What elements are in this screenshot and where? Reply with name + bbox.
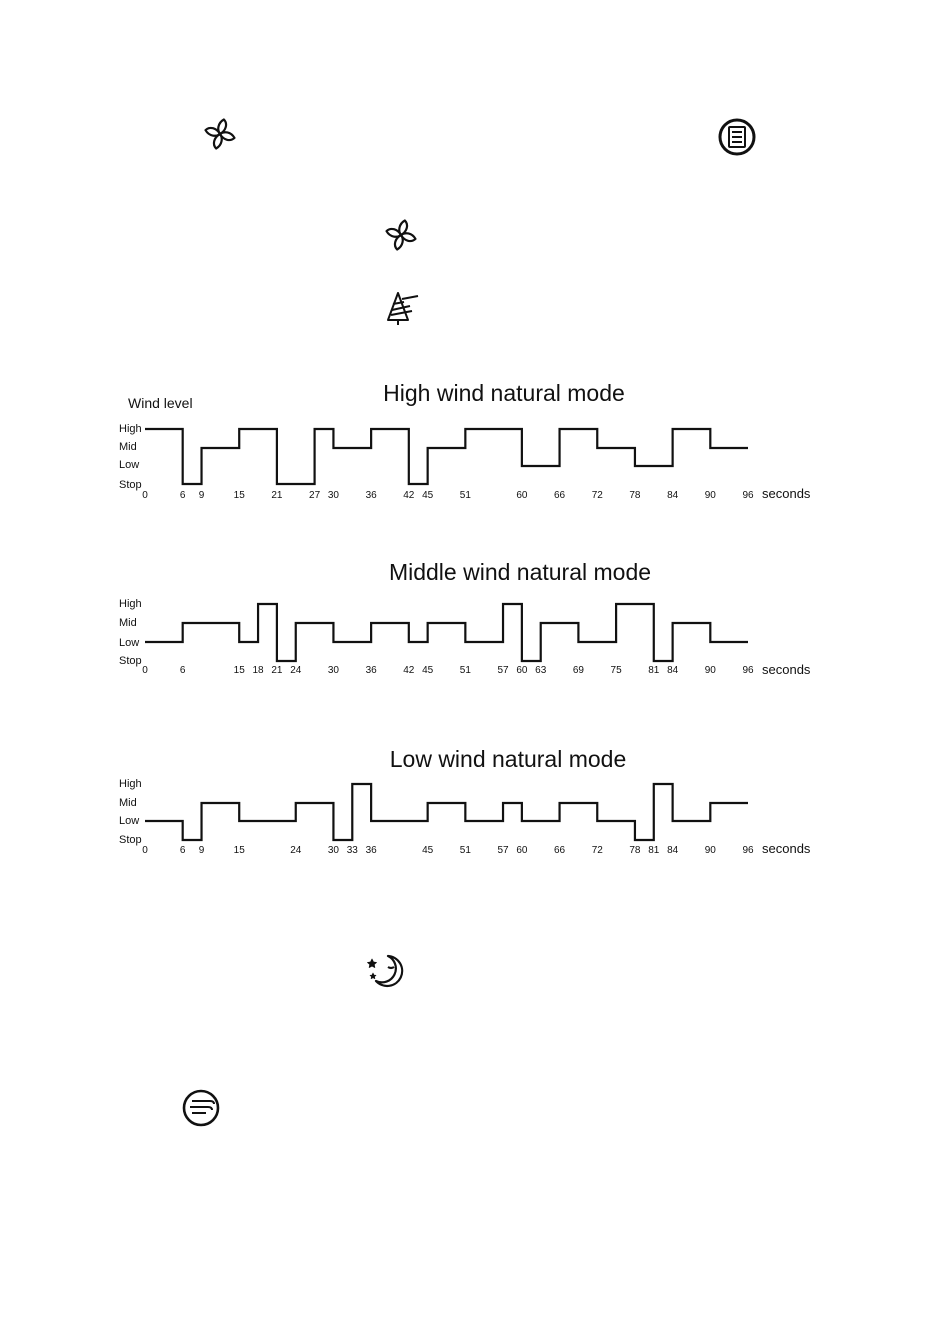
x-tick-label: 45 [422,845,434,856]
level-label-mid: Mid [119,617,137,629]
x-tick-label: 6 [180,665,186,676]
x-tick-label: 45 [422,665,434,676]
x-tick-label: 57 [497,845,509,856]
x-tick-label: 0 [142,665,148,676]
x-tick-label: 60 [516,490,528,501]
menu-icon [716,116,758,158]
x-tick-label: 45 [422,490,434,501]
level-label-mid: Mid [119,441,137,453]
x-tick-label: 15 [234,845,246,856]
level-label-high: High [119,778,142,790]
x-tick-label: 51 [460,845,472,856]
x-tick-label: 24 [290,665,302,676]
x-tick-label: 78 [629,845,641,856]
x-tick-label: 36 [366,665,378,676]
x-tick-label: 15 [234,490,246,501]
x-tick-label: 15 [234,665,246,676]
fan-icon [200,114,240,154]
x-tick-label: 42 [403,490,415,501]
level-label-stop: Stop [119,655,142,667]
level-label-stop: Stop [119,479,142,491]
x-tick-label: 69 [573,665,585,676]
chart-title: Middle wind natural mode [389,559,651,585]
level-label-low: Low [119,815,139,827]
level-label-high: High [119,598,142,610]
x-tick-label: 0 [142,490,148,501]
x-tick-label: 6 [180,845,186,856]
level-label-high: High [119,423,142,435]
x-tick-label: 72 [592,490,604,501]
x-tick-label: 27 [309,490,321,501]
x-tick-label: 90 [705,490,717,501]
x-tick-label: 96 [742,490,754,501]
x-tick-label: 36 [366,845,378,856]
x-tick-label: 51 [460,665,472,676]
level-label-stop: Stop [119,834,142,846]
level-label-low: Low [119,459,139,471]
x-tick-label: 90 [705,665,717,676]
x-tick-label: 36 [366,490,378,501]
sleep-icon [366,951,406,991]
x-tick-label: 18 [253,665,265,676]
x-tick-label: 84 [667,490,679,501]
x-tick-label: 42 [403,665,415,676]
x-axis-unit: seconds [762,486,811,501]
x-axis-unit: seconds [762,841,811,856]
wind-level-series [145,427,748,486]
x-tick-label: 63 [535,665,547,676]
high-wind-chart: High wind natural mode Wind level Stop Lo… [119,380,811,501]
x-tick-label: 30 [328,490,340,501]
x-tick-label: 60 [516,845,528,856]
x-tick-label: 9 [199,490,205,501]
x-tick-label: 81 [648,665,660,676]
x-tick-label: 84 [667,665,679,676]
natural-wind-icon [384,290,424,326]
x-tick-label: 66 [554,845,566,856]
x-tick-label: 30 [328,845,340,856]
x-tick-label: 6 [180,490,186,501]
x-tick-label: 72 [592,845,604,856]
x-tick-label: 81 [648,845,660,856]
x-tick-label: 75 [611,665,623,676]
middle-wind-chart: Middle wind natural mode StopLowMidHigh … [119,559,811,677]
x-tick-label: 24 [290,845,302,856]
x-tick-label: 84 [667,845,679,856]
x-tick-label: 57 [497,665,509,676]
level-label-low: Low [119,637,139,649]
x-tick-label: 21 [271,490,283,501]
swing-icon [180,1087,222,1129]
x-tick-label: 66 [554,490,566,501]
chart-title: Low wind natural mode [390,746,627,772]
wind-level-series [145,782,748,842]
x-tick-label: 33 [347,845,359,856]
x-axis-unit: seconds [762,662,811,677]
x-tick-label: 21 [271,665,283,676]
x-tick-label: 90 [705,845,717,856]
wind-level-series [145,602,748,663]
chart-title: High wind natural mode [383,380,625,406]
x-tick-label: 0 [142,845,148,856]
fan-icon [382,216,420,254]
y-axis-label: Wind level [128,395,193,411]
x-tick-label: 9 [199,845,205,856]
x-tick-label: 96 [742,845,754,856]
x-tick-label: 60 [516,665,528,676]
x-tick-label: 78 [629,490,641,501]
low-wind-chart: Low wind natural mode Stop Low Mid High 0 6 9… [119,746,811,856]
x-tick-label: 96 [742,665,754,676]
x-tick-label: 30 [328,665,340,676]
x-tick-label: 51 [460,490,472,501]
level-label-mid: Mid [119,797,137,809]
